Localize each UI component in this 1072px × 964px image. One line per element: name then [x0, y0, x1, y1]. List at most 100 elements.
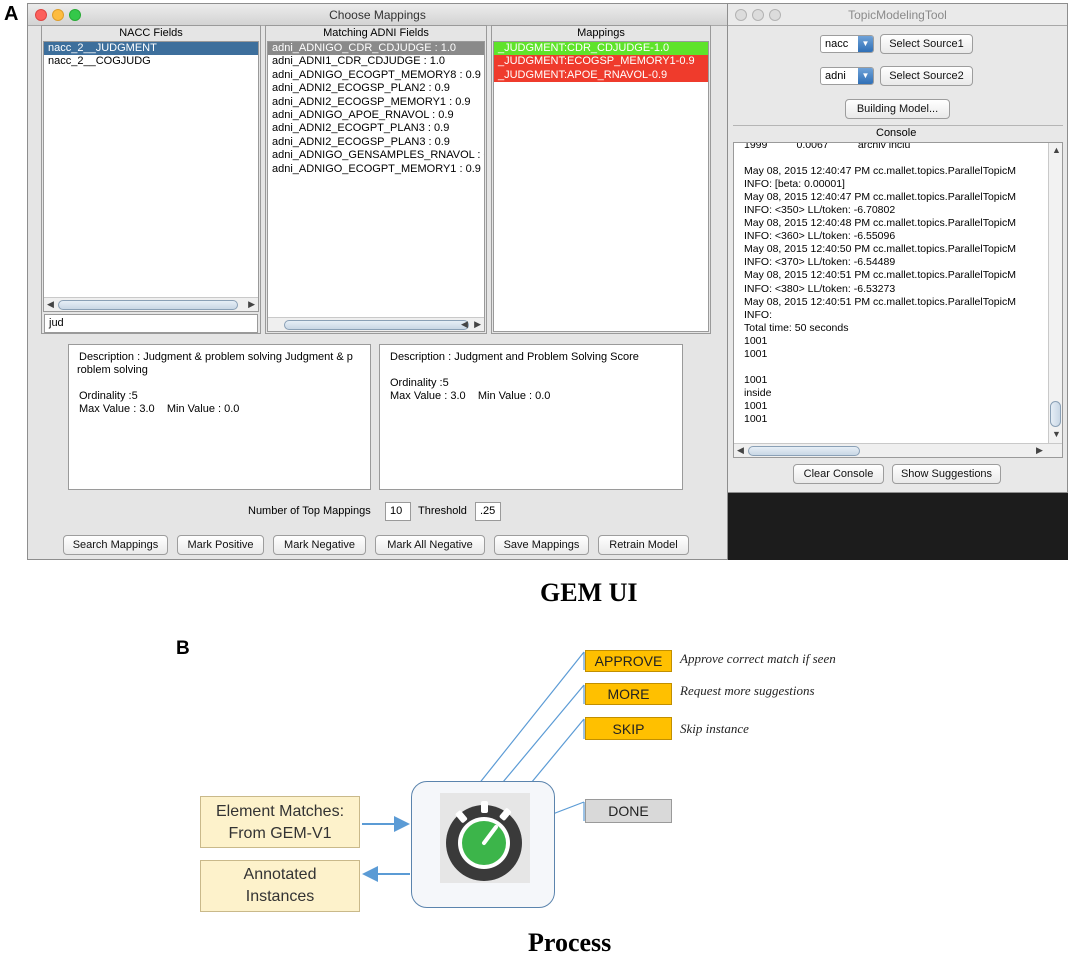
- panel-a-letter: A: [4, 3, 19, 25]
- search-mappings-button[interactable]: Search Mappings: [63, 535, 168, 555]
- mark-all-negative-button[interactable]: Mark All Negative: [375, 535, 485, 555]
- retrain-model-button[interactable]: Retrain Model: [598, 535, 689, 555]
- scroll-right-icon[interactable]: ▶: [248, 299, 255, 309]
- mapping-item[interactable]: _JUDGMENT:CDR_CDJUDGE-1.0: [494, 42, 708, 56]
- scroll-left-icon[interactable]: ◀: [47, 299, 54, 309]
- console-line: inside: [744, 386, 772, 399]
- console-line: 1001: [744, 347, 768, 360]
- mappings-header: Mappings: [577, 27, 625, 39]
- adni-list-item[interactable]: adni_ADNIGO_CDR_CDJUDGE : 1.0: [268, 42, 484, 56]
- scroll-up-icon[interactable]: ▲: [1052, 145, 1061, 155]
- zoom-window-button[interactable]: [769, 9, 781, 21]
- console-line: 1001: [744, 373, 768, 386]
- select-source1-button[interactable]: Select Source1: [880, 34, 973, 54]
- nacc-description-panel: Description : Judgment & problem solving…: [68, 344, 371, 490]
- adni-value-range: Max Value : 3.0 Min Value : 0.0: [390, 390, 551, 402]
- top-mappings-label: Number of Top Mappings: [248, 505, 371, 517]
- building-model-button[interactable]: Building Model...: [845, 99, 950, 119]
- window-title: Choose Mappings: [329, 8, 426, 22]
- console-vscrollbar[interactable]: ▲ ▼: [1048, 143, 1062, 443]
- adni-ordinality: Ordinality :5: [390, 377, 449, 389]
- adni-list-item[interactable]: adni_ADNI2_ECOGSP_PLAN3 : 0.9: [272, 135, 450, 148]
- source2-value: adni: [825, 70, 846, 82]
- skip-box: SKIP: [585, 717, 672, 740]
- source2-select[interactable]: adni ▼: [820, 67, 874, 85]
- element-matches-box: Element Matches: From GEM-V1: [200, 796, 360, 848]
- threshold-label: Threshold: [418, 505, 467, 517]
- console-line: INFO:: [744, 308, 772, 321]
- adni-list-item[interactable]: adni_ADNI2_ECOGPT_PLAN3 : 0.9: [272, 122, 450, 135]
- topic-modeling-titlebar[interactable]: TopicModelingTool: [728, 4, 1067, 26]
- mapping-item[interactable]: _JUDGMENT:APOE_RNAVOL-0.9: [494, 68, 708, 83]
- source1-value: nacc: [825, 38, 849, 50]
- source1-select[interactable]: nacc ▼: [820, 35, 874, 53]
- clear-console-button[interactable]: Clear Console: [793, 464, 884, 484]
- minimize-window-button[interactable]: [752, 9, 764, 21]
- adni-list-item[interactable]: adni_ADNI2_ECOGSP_PLAN2 : 0.9: [272, 82, 450, 95]
- adni-description: Description : Judgment and Problem Solvi…: [390, 351, 639, 363]
- adni-list-item[interactable]: adni_ADNI1_CDR_CDJUDGE : 1.0: [272, 55, 446, 68]
- dial-icon: [446, 801, 522, 881]
- save-mappings-button[interactable]: Save Mappings: [494, 535, 589, 555]
- scroll-down-icon[interactable]: ▼: [1052, 429, 1061, 439]
- mapping-item[interactable]: _JUDGMENT:ECOGSP_MEMORY1-0.9: [494, 55, 708, 69]
- nacc-filter-input[interactable]: jud: [44, 314, 258, 333]
- close-window-button[interactable]: [35, 9, 47, 21]
- nacc-hscrollbar[interactable]: ◀ ▶: [44, 297, 258, 311]
- console-hscrollbar[interactable]: ◀ ▶: [734, 443, 1062, 457]
- adni-list-item[interactable]: adni_ADNIGO_APOE_RNAVOL : 0.9: [272, 108, 454, 121]
- panel-a-caption: GEM UI: [540, 578, 638, 607]
- top-mappings-input[interactable]: 10: [385, 502, 411, 521]
- more-note: Request more suggestions: [680, 683, 815, 698]
- mappings-list[interactable]: _JUDGMENT:CDR_CDJUDGE-1.0_JUDGMENT:ECOGS…: [493, 41, 709, 332]
- chevron-down-icon[interactable]: ▼: [858, 36, 873, 52]
- console-line: May 08, 2015 12:40:51 PM cc.mallet.topic…: [744, 269, 1016, 282]
- console-line: 1001: [744, 399, 768, 412]
- adni-list-item[interactable]: adni_ADNIGO_GENSAMPLES_RNAVOL : 0.9: [272, 149, 484, 162]
- panel-b-caption: Process: [528, 928, 612, 957]
- console-line: INFO: <350> LL/token: -6.70802: [744, 204, 896, 217]
- console-line: 1999 0.0067 archiv inclu: [744, 142, 911, 151]
- scroll-thumb[interactable]: [1050, 401, 1061, 427]
- chevron-down-icon[interactable]: ▼: [858, 68, 873, 84]
- select-source2-button[interactable]: Select Source2: [880, 66, 973, 86]
- scroll-right-icon[interactable]: ▶: [1036, 445, 1043, 455]
- nacc-list-item[interactable]: nacc_2__COGJUDG: [48, 55, 151, 68]
- adni-list-item[interactable]: adni_ADNIGO_ECOGPT_MEMORY1 : 0.9: [272, 162, 481, 175]
- console-line: 1001: [744, 334, 768, 347]
- console-line: May 08, 2015 12:40:51 PM cc.mallet.topic…: [744, 295, 1016, 308]
- mark-positive-button[interactable]: Mark Positive: [177, 535, 264, 555]
- panel-b-letter: B: [176, 638, 190, 659]
- adni-list-item[interactable]: adni_ADNI2_ECOGSP_MEMORY1 : 0.9: [272, 95, 471, 108]
- window-title: TopicModelingTool: [848, 8, 947, 22]
- scroll-right-icon[interactable]: ▶: [474, 319, 481, 329]
- approve-connector: [465, 651, 585, 801]
- adni-list-item[interactable]: adni_ADNIGO_ECOGPT_MEMORY8 : 0.9: [272, 68, 481, 81]
- desktop-background: [726, 492, 1068, 560]
- scroll-thumb[interactable]: [284, 320, 469, 330]
- show-suggestions-button[interactable]: Show Suggestions: [892, 464, 1001, 484]
- console-line: Total time: 50 seconds: [744, 321, 849, 334]
- threshold-input[interactable]: .25: [475, 502, 501, 521]
- zoom-window-button[interactable]: [69, 9, 81, 21]
- close-window-button[interactable]: [735, 9, 747, 21]
- scroll-thumb[interactable]: [748, 446, 860, 456]
- scroll-left-icon[interactable]: ◀: [461, 319, 468, 329]
- choose-mappings-titlebar[interactable]: Choose Mappings: [28, 4, 727, 26]
- scroll-thumb[interactable]: [58, 300, 238, 310]
- console-line: May 08, 2015 12:40:47 PM cc.mallet.topic…: [744, 165, 1016, 178]
- nacc-value-range: Max Value : 3.0 Min Value : 0.0: [79, 403, 240, 415]
- annotated-instances-line1: Annotated: [243, 866, 317, 883]
- done-box: DONE: [585, 799, 672, 823]
- mark-negative-button[interactable]: Mark Negative: [273, 535, 366, 555]
- console-line: INFO: <360> LL/token: -6.55096: [744, 230, 896, 243]
- nacc-list-item[interactable]: nacc_2__JUDGMENT: [44, 42, 258, 56]
- adni-hscrollbar[interactable]: ◀ ▶: [268, 317, 484, 331]
- minimize-window-button[interactable]: [52, 9, 64, 21]
- scroll-left-icon[interactable]: ◀: [737, 445, 744, 455]
- approve-note: Approve correct match if seen: [680, 651, 836, 666]
